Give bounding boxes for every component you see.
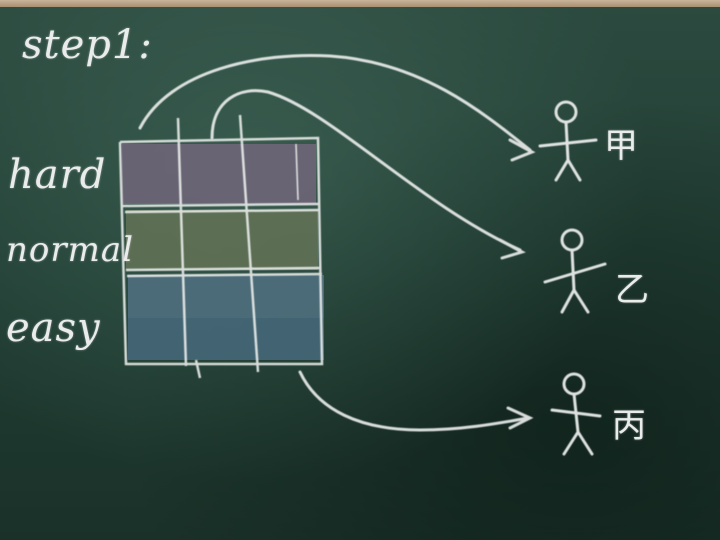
hard-band [122, 144, 316, 204]
step-title: step1: [22, 22, 153, 68]
column-line-2 [194, 359, 202, 379]
divider-3 [125, 266, 321, 272]
divider-4 [126, 272, 323, 278]
divider-2 [124, 208, 321, 214]
dataset-stack [118, 114, 324, 379]
easy-band-shade [128, 318, 324, 360]
person-label-2: 乙 [615, 270, 650, 310]
column-line-4 [295, 143, 299, 201]
column-line-1 [176, 117, 188, 367]
person-label-1: 甲 [604, 126, 639, 166]
label-hard: hard [8, 152, 107, 198]
divider-1 [121, 202, 319, 208]
board-frame [0, 0, 720, 7]
arrow-to-person-1 [138, 54, 532, 152]
column-line-3 [238, 114, 260, 373]
normal-band [126, 210, 318, 270]
arrow-to-person-3 [298, 370, 530, 432]
stick-figure-icon [543, 228, 607, 314]
stick-figure-icon [538, 100, 598, 182]
arrow-to-person-2-head [498, 238, 526, 260]
arrow-to-person-1-head [508, 138, 536, 162]
stack-outline [118, 136, 324, 366]
stick-figure-icon [550, 372, 602, 456]
label-normal: normal [6, 230, 135, 270]
arrow-to-person-3-head [506, 406, 534, 430]
person-label-3: 丙 [612, 406, 647, 446]
arrow-to-person-2 [210, 89, 522, 252]
label-easy: easy [6, 305, 101, 351]
